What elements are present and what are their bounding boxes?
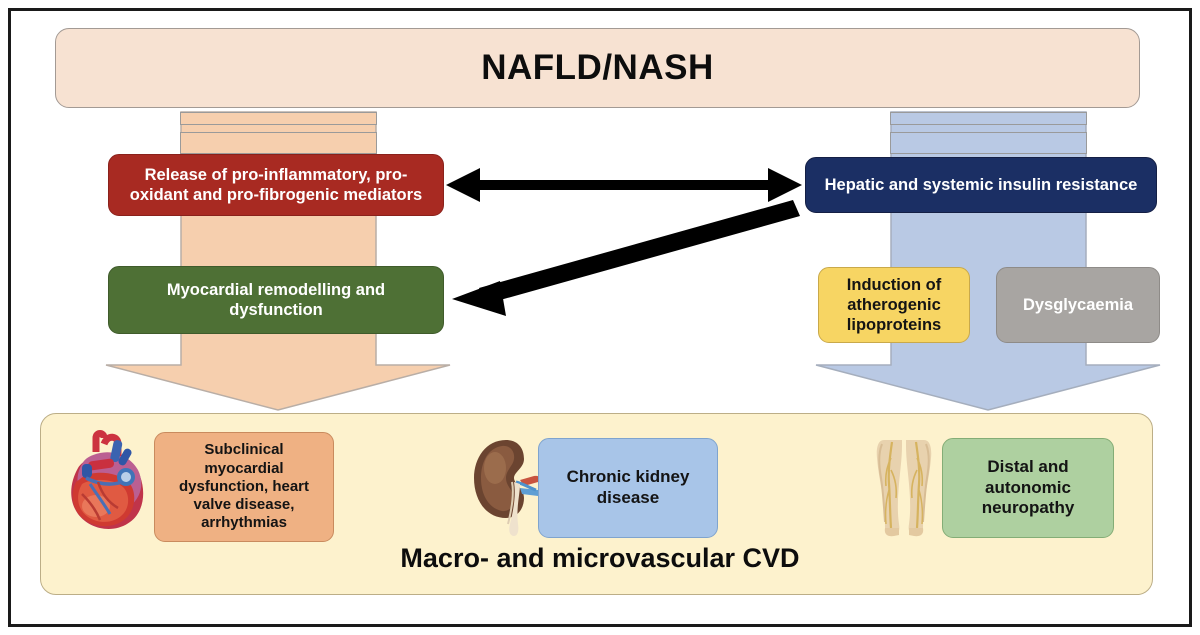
- node-atherogenic-lipoproteins-label: Induction of atherogenic lipoproteins: [846, 275, 942, 335]
- outcome-cardiac[interactable]: Subclinical myocardial dysfunction, hear…: [154, 432, 334, 542]
- outcome-renal-label: Chronic kidney disease: [566, 467, 690, 507]
- legs-nerves-icon: [876, 440, 932, 537]
- outcome-neuropathy[interactable]: Distal and autonomic neuropathy: [942, 438, 1114, 538]
- right-connector-bar-bottom: [890, 132, 1087, 154]
- right-connector-bar-top: [890, 112, 1087, 125]
- kidney-icon: [474, 440, 542, 536]
- cvd-caption: Macro- and microvascular CVD: [400, 543, 800, 573]
- node-myocardial-remodelling[interactable]: Myocardial remodelling and dysfunction: [108, 266, 444, 334]
- header-band: NAFLD/NASH: [55, 28, 1140, 108]
- node-insulin-resistance[interactable]: Hepatic and systemic insulin resistance: [805, 157, 1157, 213]
- node-dysglycaemia-label: Dysglycaemia: [1022, 295, 1134, 314]
- left-connector-bar-top: [180, 112, 377, 125]
- left-connector-bar-bottom: [180, 132, 377, 154]
- page-title: NAFLD/NASH: [481, 48, 714, 87]
- node-inflammatory-mediators[interactable]: Release of pro-inflammatory, pro-oxidant…: [108, 154, 444, 216]
- node-insulin-resistance-label: Hepatic and systemic insulin resistance: [824, 175, 1138, 194]
- outcome-renal[interactable]: Chronic kidney disease: [538, 438, 718, 538]
- outcome-cardiac-label: Subclinical myocardial dysfunction, hear…: [178, 441, 309, 532]
- outcome-neuropathy-label: Distal and autonomic neuropathy: [981, 456, 1075, 518]
- node-dysglycaemia[interactable]: Dysglycaemia: [996, 267, 1160, 343]
- node-myocardial-remodelling-label: Myocardial remodelling and dysfunction: [166, 280, 386, 319]
- heart-icon: [71, 430, 144, 529]
- node-inflammatory-mediators-label: Release of pro-inflammatory, pro-oxidant…: [129, 165, 423, 204]
- diagram-outer-frame: [8, 8, 1192, 627]
- node-atherogenic-lipoproteins[interactable]: Induction of atherogenic lipoproteins: [818, 267, 970, 343]
